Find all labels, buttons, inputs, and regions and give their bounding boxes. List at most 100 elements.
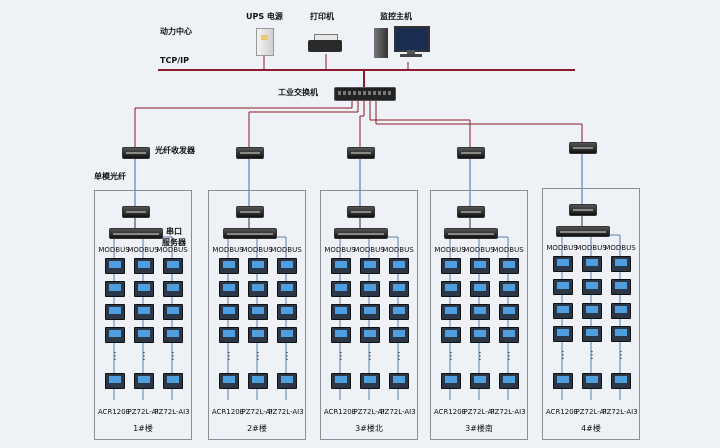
building-name-3: 3#楼北 bbox=[355, 424, 383, 433]
meter-icon-2-3-6 bbox=[277, 373, 297, 389]
meter-icon-5-1-1 bbox=[553, 256, 573, 272]
meter-ellipsis-5-1: ⋮ bbox=[558, 350, 568, 362]
meter-icon-3-1-3 bbox=[331, 304, 351, 320]
meter-ellipsis-4-2: ⋮ bbox=[475, 351, 485, 362]
meter-icon-5-3-1 bbox=[611, 256, 631, 272]
building-panel-3 bbox=[320, 190, 418, 440]
serial-server-icon-5 bbox=[556, 226, 610, 237]
meter-icon-4-3-2 bbox=[499, 281, 519, 297]
meter-ellipsis-1-2: ⋮ bbox=[139, 351, 149, 362]
building-panel-5 bbox=[542, 188, 640, 440]
modbus-label-2-2: MODBUS bbox=[241, 246, 273, 254]
power-center-label: 动力中心 bbox=[160, 27, 192, 36]
meter-icon-4-1-4 bbox=[441, 327, 461, 343]
meter-icon-3-2-4 bbox=[360, 327, 380, 343]
modbus-label-1-2: MODBUS bbox=[127, 246, 159, 254]
meter-icon-3-3-6 bbox=[389, 373, 409, 389]
modbus-label-4-3: MODBUS bbox=[492, 246, 524, 254]
meter-icon-1-1-2 bbox=[105, 281, 125, 297]
modbus-label-1-3: MODBUS bbox=[156, 246, 188, 254]
fiber-transceiver-icon-5 bbox=[569, 142, 597, 154]
modbus-label-2-3: MODBUS bbox=[270, 246, 302, 254]
meter-icon-1-1-3 bbox=[105, 304, 125, 320]
fiber-transceiver-icon-1 bbox=[122, 147, 150, 159]
meter-icon-2-1-1 bbox=[219, 258, 239, 274]
meter-icon-2-1-6 bbox=[219, 373, 239, 389]
fiber-transceiver-receiver-icon-1 bbox=[122, 206, 150, 218]
serial-server-icon-2 bbox=[223, 228, 277, 239]
meter-icon-3-3-4 bbox=[389, 327, 409, 343]
meter-ellipsis-5-2: ⋮ bbox=[587, 350, 597, 362]
meter-icon-4-1-3 bbox=[441, 304, 461, 320]
meter-model-label-5-2: PZ72L-AI bbox=[575, 408, 607, 416]
meter-icon-5-3-3 bbox=[611, 302, 631, 319]
fiber-transceiver-icon-3 bbox=[347, 147, 375, 159]
meter-icon-2-2-4 bbox=[248, 327, 268, 343]
meter-icon-2-3-1 bbox=[277, 258, 297, 274]
printer-label: 打印机 bbox=[310, 12, 334, 21]
meter-icon-5-1-4 bbox=[553, 326, 573, 342]
meter-icon-5-3-2 bbox=[611, 279, 631, 296]
fiber-transceiver-receiver-icon-2 bbox=[236, 206, 264, 218]
meter-model-label-2-2: PZ72L-AI bbox=[241, 408, 273, 416]
meter-model-label-4-3: PZ72L-AI3 bbox=[490, 408, 526, 416]
meter-icon-5-2-6 bbox=[582, 372, 602, 389]
meter-icon-2-2-6 bbox=[248, 373, 268, 389]
meter-icon-1-2-4 bbox=[134, 327, 154, 343]
industrial-switch-icon bbox=[334, 87, 396, 101]
meter-ellipsis-5-3: ⋮ bbox=[616, 350, 626, 362]
meter-icon-5-3-4 bbox=[611, 326, 631, 342]
meter-icon-2-2-2 bbox=[248, 281, 268, 297]
meter-icon-2-3-4 bbox=[277, 327, 297, 343]
meter-model-label-2-3: PZ72L-AI3 bbox=[268, 408, 304, 416]
meter-icon-1-3-6 bbox=[163, 373, 183, 389]
meter-icon-3-2-2 bbox=[360, 281, 380, 297]
meter-icon-4-2-2 bbox=[470, 281, 490, 297]
meter-icon-3-3-2 bbox=[389, 281, 409, 297]
meter-model-label-1-3: PZ72L-AI3 bbox=[154, 408, 190, 416]
modbus-label-2-1: MODBUS bbox=[212, 246, 244, 254]
building-panel-1 bbox=[94, 190, 192, 440]
meter-icon-3-2-3 bbox=[360, 304, 380, 320]
meter-icon-4-3-6 bbox=[499, 373, 519, 389]
meter-icon-3-1-1 bbox=[331, 258, 351, 274]
meter-ellipsis-1-1: ⋮ bbox=[110, 351, 120, 362]
meter-icon-4-2-3 bbox=[470, 304, 490, 320]
meter-icon-5-2-2 bbox=[582, 279, 602, 296]
meter-icon-2-3-2 bbox=[277, 281, 297, 297]
building-name-5: 4#楼 bbox=[581, 424, 601, 433]
ups-icon bbox=[256, 28, 274, 56]
serial-server-icon-3 bbox=[334, 228, 388, 239]
meter-icon-3-2-6 bbox=[360, 373, 380, 389]
meter-icon-4-1-2 bbox=[441, 281, 461, 297]
meter-icon-5-1-3 bbox=[553, 302, 573, 319]
meter-icon-3-1-4 bbox=[331, 327, 351, 343]
meter-ellipsis-1-3: ⋮ bbox=[168, 351, 178, 362]
meter-icon-4-2-6 bbox=[470, 373, 490, 389]
building-panel-2 bbox=[208, 190, 306, 440]
meter-icon-4-3-4 bbox=[499, 327, 519, 343]
serial-server-icon-4 bbox=[444, 228, 498, 239]
monitor-label: 监控主机 bbox=[380, 12, 412, 21]
meter-ellipsis-2-3: ⋮ bbox=[282, 351, 292, 362]
building-panel-4 bbox=[430, 190, 528, 440]
serial-server-label: 串口 bbox=[166, 227, 182, 236]
meter-icon-2-1-2 bbox=[219, 281, 239, 297]
meter-icon-3-3-3 bbox=[389, 304, 409, 320]
meter-icon-2-1-4 bbox=[219, 327, 239, 343]
meter-icon-2-1-3 bbox=[219, 304, 239, 320]
meter-model-label-3-3: PZ72L-AI3 bbox=[380, 408, 416, 416]
building-name-2: 2#楼 bbox=[247, 424, 267, 433]
meter-icon-3-3-1 bbox=[389, 258, 409, 274]
modbus-label-5-1: MODBUS bbox=[546, 244, 578, 252]
meter-model-label-3-2: PZ72L-AI bbox=[353, 408, 385, 416]
meter-icon-5-3-6 bbox=[611, 372, 631, 389]
meter-ellipsis-4-3: ⋮ bbox=[504, 351, 514, 362]
ups-label: UPS 电源 bbox=[246, 12, 283, 21]
building-name-1: 1#楼 bbox=[133, 424, 153, 433]
fiber-transceiver-receiver-icon-3 bbox=[347, 206, 375, 218]
meter-icon-5-2-4 bbox=[582, 326, 602, 342]
modbus-label-4-2: MODBUS bbox=[463, 246, 495, 254]
meter-icon-2-2-3 bbox=[248, 304, 268, 320]
